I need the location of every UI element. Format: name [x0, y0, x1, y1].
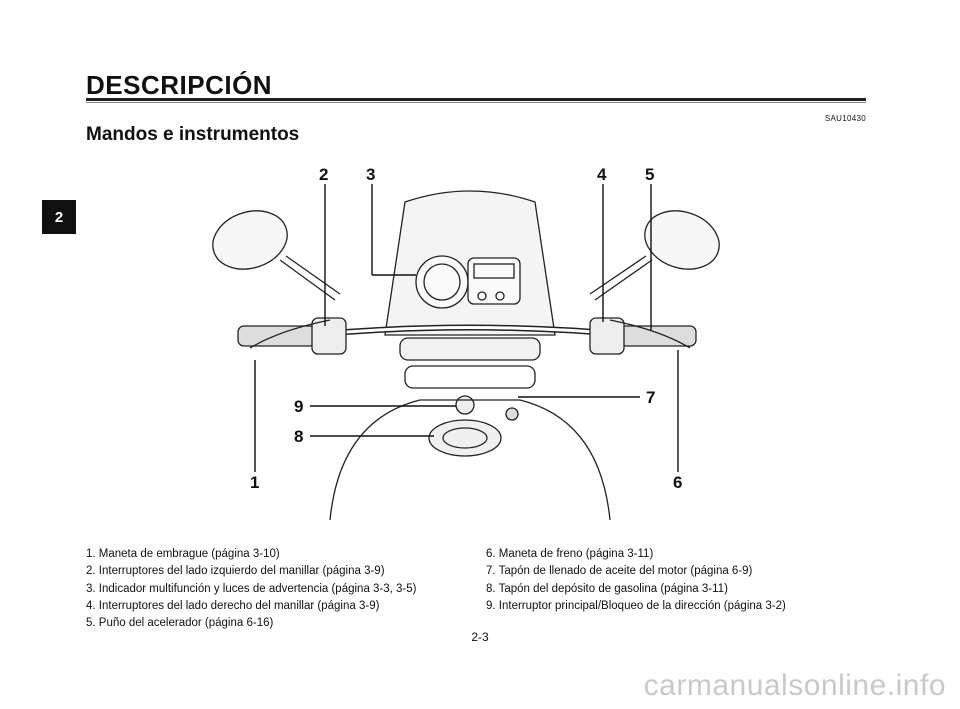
right-mirror-stem: [589, 255, 653, 301]
legend-item: 5. Puño del acelerador (página 6-16): [86, 617, 274, 630]
subtitle: Mandos e instrumentos: [86, 124, 300, 145]
triple-clamp: [399, 337, 541, 361]
callout-4: 4: [597, 165, 607, 184]
title-rule: [86, 98, 866, 101]
throttle-grip: [617, 325, 697, 347]
page-number: 2-3: [471, 630, 489, 644]
legend-item: 4. Interruptores del lado derecho del ma…: [86, 599, 380, 612]
left-mirror-stem: [279, 255, 341, 301]
handlebar-illustration: 1 2 3 4 5 6 7 8 9: [212, 165, 720, 520]
legend-item: 2. Interruptores del lado izquierdo del …: [86, 565, 385, 578]
multifunction-display: [467, 257, 521, 305]
legend-right: 6. Maneta de freno (página 3-11) 7. Tapó…: [486, 546, 886, 615]
title-rule-thin: [86, 102, 866, 103]
callout-7: 7: [646, 388, 655, 407]
clutch-lever: [249, 319, 331, 349]
chapter-tab: 2: [42, 200, 76, 234]
callout-8: 8: [294, 427, 303, 446]
callout-3: 3: [366, 165, 375, 184]
brake-lever: [609, 319, 691, 349]
right-switch-housing: [589, 317, 625, 355]
main-switch: [455, 395, 475, 415]
callout-9: 9: [294, 397, 303, 416]
legend-item: 8. Tapón del depósito de gasolina (págin…: [486, 582, 728, 595]
legend-item: 3. Indicador multifunción y luces de adv…: [86, 582, 417, 595]
legend-item: 7. Tapón de llenado de aceite del motor …: [486, 565, 753, 578]
oil-filler-cap: [505, 407, 519, 421]
fuel-tank: [329, 399, 611, 520]
fuel-cap: [428, 419, 502, 457]
callout-2: 2: [319, 165, 328, 184]
section-code: SAU10430: [824, 114, 866, 123]
watermark: carmanualsonline.info: [643, 669, 946, 702]
left-switch-housing: [311, 317, 347, 355]
legend-left: 1. Maneta de embrague (página 3-10) 2. I…: [86, 546, 486, 632]
legend-item: 6. Maneta de freno (página 3-11): [486, 548, 654, 560]
legend-item: 1. Maneta de embrague (página 3-10): [86, 548, 280, 560]
left-grip: [237, 325, 317, 347]
legend-item: 9. Interruptor principal/Bloqueo de la d…: [486, 599, 786, 612]
right-mirror: [644, 210, 720, 270]
callout-6: 6: [673, 473, 682, 492]
callout-5: 5: [645, 165, 654, 184]
callout-1: 1: [250, 473, 259, 492]
section-title: DESCRIPCIÓN: [86, 70, 273, 100]
left-mirror: [212, 210, 288, 270]
